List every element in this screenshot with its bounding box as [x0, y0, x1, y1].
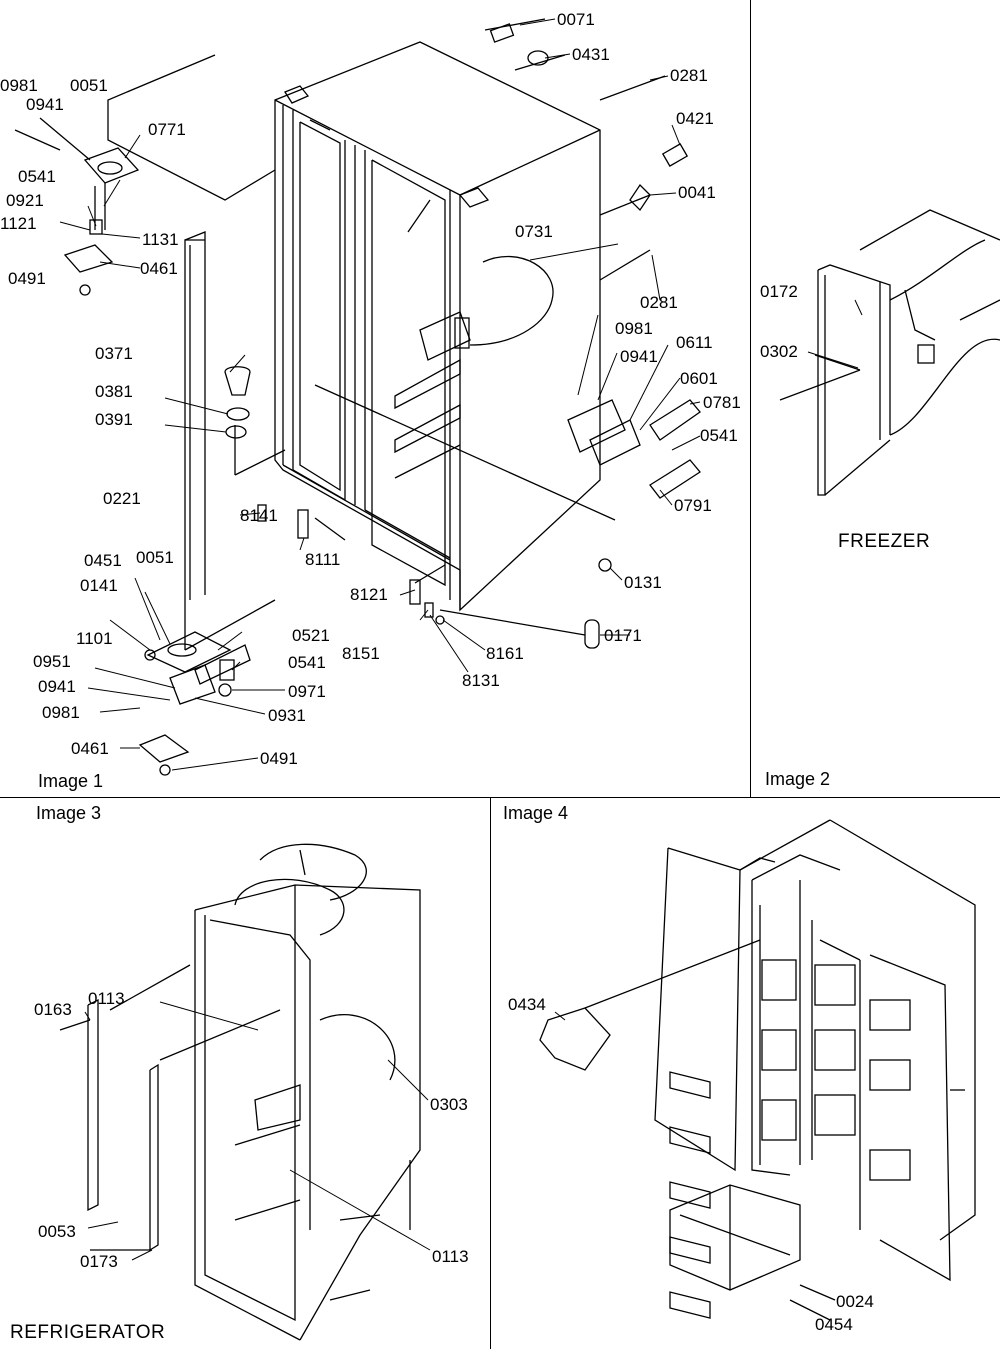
callout-1121: 1121	[0, 214, 37, 233]
callout-0434: 0434	[508, 995, 546, 1014]
light-cover-parts	[224, 366, 251, 439]
callout-0381: 0381	[95, 382, 133, 401]
callout-0791: 0791	[674, 496, 712, 515]
callout-0302: 0302	[760, 342, 798, 361]
callout-0113-bottom: 0113	[432, 1247, 469, 1266]
image-label-3: Image 3	[36, 803, 102, 823]
callout-0391: 0391	[95, 410, 133, 429]
callout-0491-bottom: 0491	[260, 749, 298, 768]
callout-0221: 0221	[103, 489, 141, 508]
refrigerator-liner-drawing	[194, 843, 421, 1341]
callout-8111: 8111	[305, 550, 341, 569]
callout-0281-mid: 0281	[640, 293, 678, 312]
door-panel	[184, 231, 206, 600]
callout-0541-top: 0541	[18, 167, 56, 186]
section-title-refrigerator: REFRIGERATOR	[10, 1322, 166, 1343]
callout-0041: 0041	[678, 183, 716, 202]
callout-0731: 0731	[515, 222, 553, 241]
cabinet-inner-liners	[299, 121, 471, 587]
callout-0541-mid: 0541	[700, 426, 738, 445]
callout-leaders-img4	[789, 1284, 836, 1321]
callout-0113-top: 0113	[88, 989, 125, 1008]
callout-0024: 0024	[836, 1292, 874, 1311]
callout-0781: 0781	[703, 393, 741, 412]
callout-8141: 8141	[240, 506, 278, 525]
callout-8151: 8151	[342, 644, 380, 663]
freezer-door-drawing	[779, 209, 1000, 496]
callout-0141: 0141	[80, 576, 118, 595]
callout-0431: 0431	[572, 45, 610, 64]
image-label-4: Image 4	[503, 803, 569, 823]
callout-8161: 8161	[486, 644, 524, 663]
callout-0173: 0173	[80, 1252, 118, 1271]
callout-0281-top: 0281	[670, 66, 708, 85]
callout-0421: 0421	[676, 109, 714, 128]
callout-0941-mid: 0941	[620, 347, 658, 366]
callout-0172: 0172	[760, 282, 798, 301]
callout-0051-top: 0051	[70, 76, 108, 95]
callout-8121: 8121	[350, 585, 388, 604]
divider-horizontal	[0, 797, 1000, 798]
callout-0071: 0071	[557, 10, 595, 29]
callout-0921: 0921	[6, 191, 44, 210]
callout-cloud-0731	[469, 256, 554, 346]
shelf-ladder-left	[59, 964, 281, 1252]
divider-vertical-bottom	[490, 798, 491, 1349]
image-label-2: Image 2	[765, 769, 831, 789]
callout-0521: 0521	[292, 626, 330, 645]
callout-0981-mid: 0981	[615, 319, 653, 338]
callout-0951: 0951	[33, 652, 71, 671]
hinge-assembly-top	[14, 117, 140, 296]
callout-0171: 0171	[604, 626, 642, 645]
open-cabinet-drawing	[539, 819, 976, 1291]
callout-0981-bottom: 0981	[42, 703, 80, 722]
callout-leaders	[59, 18, 863, 1261]
callout-0303: 0303	[430, 1095, 468, 1114]
callout-0611: 0611	[676, 333, 713, 352]
side-panel-parts	[567, 399, 701, 649]
callout-0053: 0053	[38, 1222, 76, 1241]
callout-8131: 8131	[462, 671, 500, 690]
callout-0941-bottom: 0941	[38, 677, 76, 696]
hinge-assembly-bottom	[138, 631, 251, 776]
callout-0971: 0971	[288, 682, 326, 701]
callout-0981-top: 0981	[0, 76, 38, 95]
section-title-freezer: FREEZER	[838, 531, 931, 552]
callout-0131: 0131	[624, 573, 662, 592]
callout-0771: 0771	[148, 120, 186, 139]
divider-vertical-top	[750, 0, 751, 797]
callout-0371: 0371	[95, 344, 133, 363]
door-bins	[669, 959, 911, 1319]
callout-0461-bottom: 0461	[71, 739, 109, 758]
callout-0491-top: 0491	[8, 269, 46, 288]
callout-0601: 0601	[680, 369, 718, 388]
callout-0461-top: 0461	[140, 259, 178, 278]
callout-1101: 1101	[76, 629, 113, 648]
callout-0454: 0454	[815, 1315, 853, 1334]
callout-0163: 0163	[34, 1000, 72, 1019]
callout-0941-top: 0941	[26, 95, 64, 114]
image-label-1: Image 1	[38, 771, 104, 791]
callout-0451: 0451	[84, 551, 122, 570]
callout-1131: 1131	[142, 230, 179, 249]
callout-0931: 0931	[268, 706, 306, 725]
callout-0541-bottom: 0541	[288, 653, 326, 672]
cabinet-outer-shell	[274, 41, 601, 612]
callout-0051-bottom: 0051	[136, 548, 174, 567]
